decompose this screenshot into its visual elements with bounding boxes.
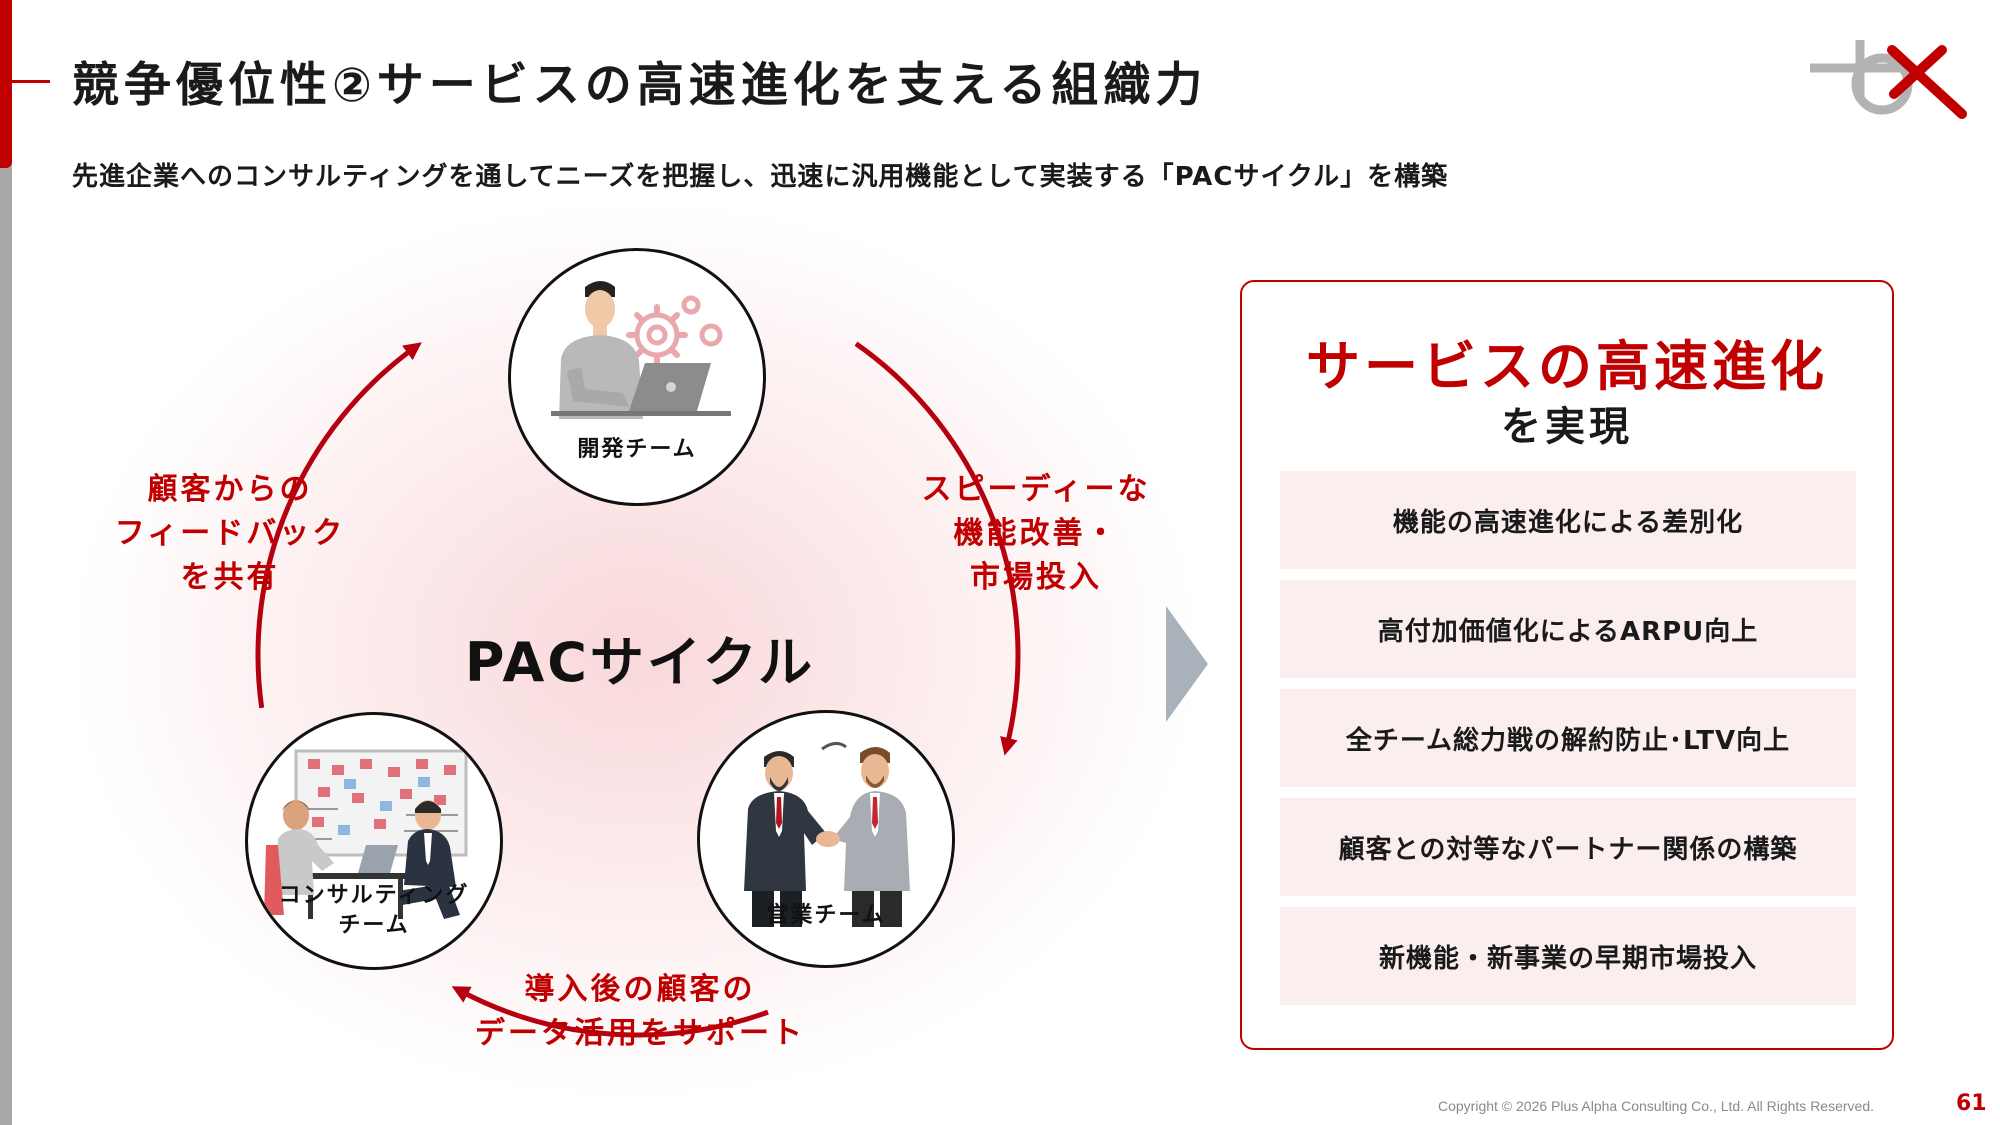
flow-sales-to-consulting-line2: データ活用をサポート xyxy=(475,1016,805,1051)
arrow-sales-to-consulting xyxy=(451,986,769,1038)
flow-consulting-to-dev-line2: フィードバック xyxy=(114,516,346,551)
company-logo xyxy=(1810,40,1967,119)
consulting-illustration xyxy=(264,749,468,919)
result-panel: サービスの高速進化 を実現 機能の高速進化による差別化 高付加価値化によるARP… xyxy=(1240,280,1894,1050)
development-team-label: 開発チーム xyxy=(577,437,697,462)
result-panel-title: サービスの高速進化 xyxy=(1306,335,1828,398)
page-subtitle: 先進企業へのコンサルティングを通してニーズを把握し、迅速に汎用機能として実装する… xyxy=(72,162,1449,192)
cycle-center-label: PACサイクル xyxy=(464,631,816,694)
page-title: 競争優位性②サービスの高速進化を支える組織力 xyxy=(72,58,1208,113)
flow-sales-to-consulting-line1: 導入後の顧客の xyxy=(524,972,756,1007)
page-number: 61 xyxy=(1956,1091,1987,1116)
sales-team-label: 営業チーム xyxy=(766,903,886,928)
flow-consulting-to-dev-line1: 顧客からの xyxy=(147,472,313,507)
flow-dev-to-sales: スピーディーな 機能改善・ 市場投入 xyxy=(906,468,1166,600)
handshake-illustration xyxy=(744,742,910,927)
side-bar xyxy=(0,0,12,1125)
result-item: 新機能・新事業の早期市場投入 xyxy=(1280,907,1856,1005)
flow-dev-to-sales-line3: 市場投入 xyxy=(970,560,1102,595)
arrow-dev-to-sales xyxy=(854,341,1021,756)
flow-consulting-to-dev: 顧客からの フィードバック を共有 xyxy=(100,468,360,600)
title-dash xyxy=(0,80,50,83)
side-bar-accent xyxy=(0,0,12,168)
result-item: 顧客との対等なパートナー関係の構築 xyxy=(1280,798,1856,896)
copyright-text: Copyright © 2026 Plus Alpha Consulting C… xyxy=(1438,1098,1874,1114)
chevron-right-icon xyxy=(1166,606,1208,722)
flow-sales-to-consulting: 導入後の顧客の データ活用をサポート xyxy=(448,968,832,1056)
flow-dev-to-sales-line2: 機能改善・ xyxy=(953,516,1119,551)
development-team-node: 開発チーム xyxy=(508,248,766,506)
result-item: 全チーム総力戦の解約防止･LTV向上 xyxy=(1280,689,1856,787)
consulting-team-node: コンサルティング チーム xyxy=(245,712,503,970)
result-item: 高付加価値化によるARPU向上 xyxy=(1280,580,1856,678)
developer-illustration xyxy=(551,281,731,419)
flow-dev-to-sales-line1: スピーディーな xyxy=(921,472,1151,507)
sales-team-node: 営業チーム xyxy=(697,710,955,968)
flow-consulting-to-dev-line3: を共有 xyxy=(180,560,280,595)
consulting-team-label-line1: コンサルティング xyxy=(278,883,470,908)
result-item: 機能の高速進化による差別化 xyxy=(1280,471,1856,569)
arrow-consulting-to-dev xyxy=(255,342,422,709)
result-panel-subtitle: を実現 xyxy=(1501,404,1633,450)
consulting-team-label-line2: チーム xyxy=(338,913,410,938)
